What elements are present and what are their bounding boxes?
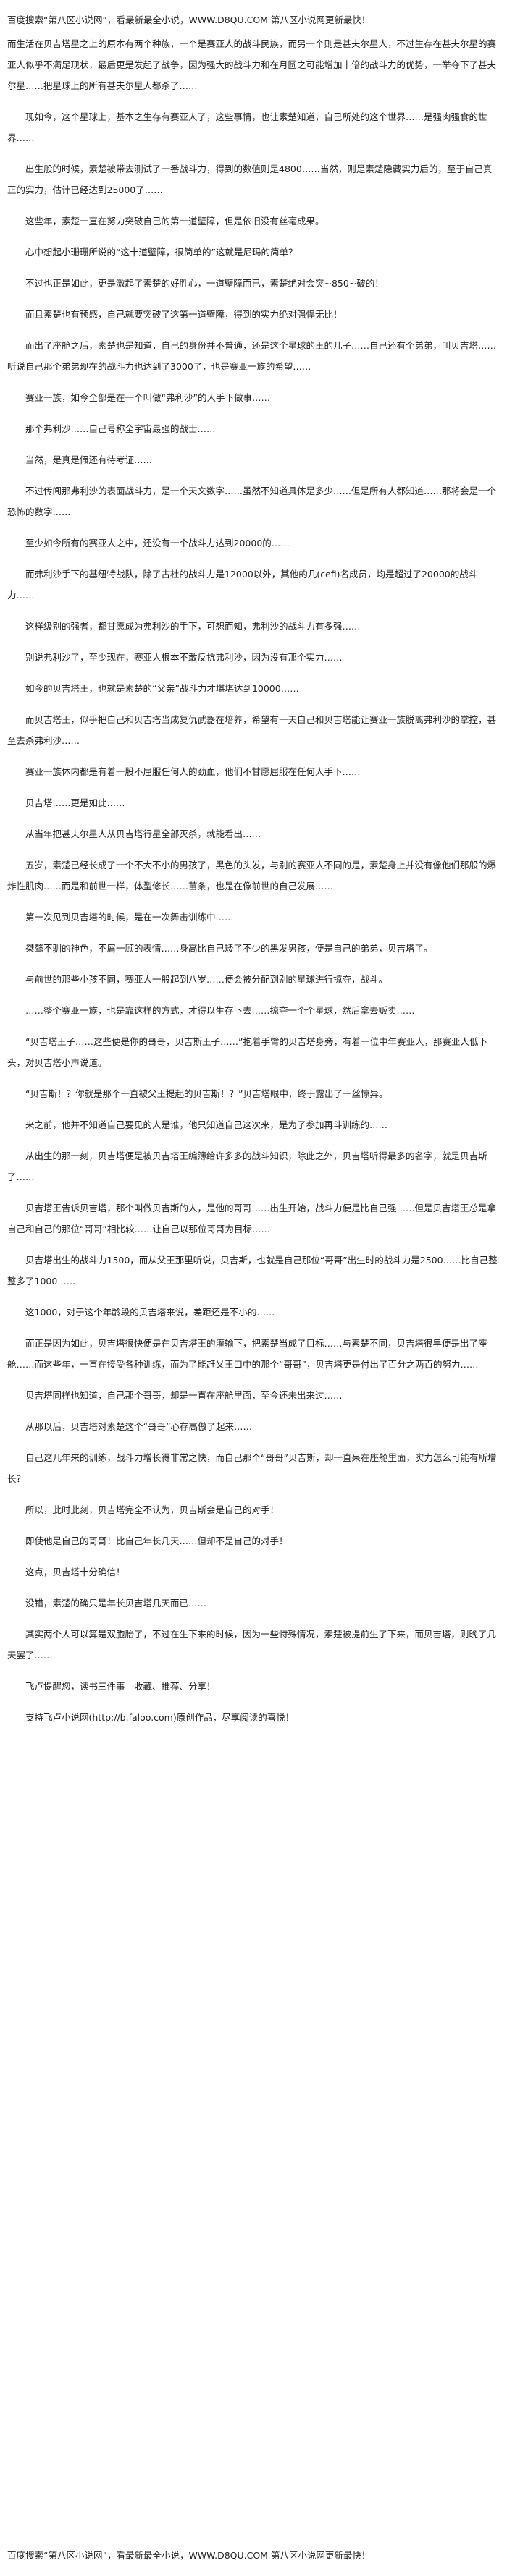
- paragraph: 没错，素楚的确只是年长贝吉塔几天而已……: [25, 1598, 207, 1609]
- header-banner: 百度搜索“第八区小说网”，看最新最全小说，WWW.D8QU.COM 第八区小说网…: [7, 14, 371, 25]
- paragraph: 而弗利沙手下的基纽特战队，除了古杜的战斗力是12000以外，其他的几(cefi)…: [7, 569, 478, 601]
- paragraph: “贝吉塔王子……这些便是你的哥哥，贝吉斯王子……”抱着手臂的贝吉塔身旁，有着一位…: [7, 1036, 487, 1068]
- paragraph: 如今的贝吉塔王，也就是素楚的“父亲”战斗力才堪堪达到10000……: [25, 683, 299, 694]
- paragraph: 而且素楚也有预感，自己就要突破了这第一道壁障，得到的实力绝对强悍无比！: [25, 309, 343, 320]
- paragraph: 不过也正是如此，更是激起了素楚的好胜心，一道壁障而已，素楚绝对会突~850~破的…: [25, 278, 384, 289]
- paragraph: 贝吉塔出生的战斗力1500，而从父王那里听说，贝吉斯，也就是自己那位“哥哥”出生…: [7, 1255, 498, 1287]
- paragraph: 而生活在贝吉塔星之上的原本有两个种族，一个是赛亚人的战斗民族，而另一个则是甚夫尔…: [7, 38, 497, 91]
- footer-banner: 百度搜索“第八区小说网”，看最新最全小说，WWW.D8QU.COM 第八区小说网…: [7, 2550, 371, 2561]
- paragraph: 而出了座舱之后，素楚也是知道，自己的身份并不普通，还是这个星球的王的儿子……自己…: [7, 340, 497, 372]
- paragraph: 来之前，他并不知道自己要见的人是谁，他只知道自己这次来，是为了参加再斗训练的……: [25, 1119, 388, 1130]
- paragraph: 第一次见到贝吉塔的时候，是在一次舞击训练中……: [25, 912, 234, 923]
- paragraph: 不过传闻那弗利沙的表面战斗力，是一个天文数字……虽然不知道具体是多少……但是所有…: [7, 486, 497, 517]
- chapter-body: 而生活在贝吉塔星之上的原本有两个种族，一个是赛亚人的战斗民族，而另一个则是甚夫尔…: [7, 33, 500, 1728]
- paragraph: 出生般的时候，素楚被带去测试了一番战斗力，得到的数值则是4800……当然，则是素…: [7, 164, 493, 195]
- paragraph: 那个弗利沙……自己号称全宇宙最强的战士……: [25, 423, 216, 434]
- paragraph: 贝吉塔……更是如此……: [25, 797, 125, 808]
- paragraph: 这1000，对于这个年龄段的贝吉塔来说，差距还是不小的……: [25, 1307, 275, 1318]
- paragraph: 而正是因为如此，贝吉塔很快便是在贝吉塔王的灌输下，把素楚当成了目标……与素楚不同…: [7, 1338, 487, 1370]
- paragraph: 从那以后，贝吉塔对素楚这个“哥哥”心存高傲了起来……: [25, 1421, 252, 1432]
- paragraph: 这点，贝吉塔十分确信！: [25, 1567, 125, 1577]
- paragraph: 这样级别的强者，都甘愿成为弗利沙的手下，可想而知，弗利沙的战斗力有多强……: [25, 621, 361, 632]
- paragraph: 与前世的那些小孩不同，赛亚人一般起到八岁……便会被分配到别的星球进行掠夺，战斗。: [25, 974, 388, 985]
- paragraph: 自己这几年来的训练，战斗力增长得非常之快，而自己那个“哥哥”贝吉斯，却一直呆在座…: [7, 1452, 497, 1484]
- paragraph: 贝吉塔同样也知道，自己那个哥哥，却是一直在座舱里面，至今还未出来过……: [25, 1390, 343, 1401]
- paragraph: 现如今，这个星球上，基本之生存有赛亚人了，这些事情，也让素楚知道，自己所处的这个…: [7, 111, 487, 143]
- paragraph: 飞卢提醒您，读书三件事 - 收藏、推荐、分享！: [25, 1681, 216, 1692]
- paragraph: 支持飞卢小说网(http://b.faloo.com)原创作品，尽享阅读的喜悦！: [25, 1712, 295, 1723]
- paragraph: 别说弗利沙了，至少现在，赛亚人根本不敢反抗弗利沙，因为没有那个实力……: [25, 652, 343, 663]
- paragraph: 所以，此时此刻，贝吉塔完全不认为，贝吉斯会是自己的对手！: [25, 1504, 280, 1515]
- paragraph: 心中想起小珊珊所说的“这十道壁障，很简单的”这就是尼玛的简单？: [25, 247, 298, 258]
- paragraph: 赛亚一族体内都是有着一股不屈服任何人的劲血，他们不甘愿屈服在任何人手下……: [25, 766, 361, 777]
- paragraph: 从当年把甚夫尔星人从贝吉塔行星全部灭杀，就能看出……: [25, 829, 261, 839]
- paragraph: 即使他是自己的哥哥！比自己年长几天……但却不是自己的对手！: [25, 1535, 288, 1546]
- paragraph: “贝吉斯！？你就是那个一直被父王提起的贝吉斯！？”贝吉塔眼中，终于露出了一丝惊异…: [25, 1088, 388, 1099]
- paragraph: 桀骜不驯的神色，不屑一顾的表情……身高比自己矮了不少的黑发男孩，便是自己的弟弟，…: [25, 943, 433, 954]
- paragraph: 当然，是真是假还有待考证……: [25, 454, 153, 465]
- paragraph: 这些年，素楚一直在努力突破自己的第一道壁障，但是依旧没有丝毫成果。: [25, 216, 324, 226]
- paragraph: 五岁，素楚已经长成了一个不大不小的男孩了，黑色的头发，与别的赛亚人不同的是，素楚…: [7, 860, 497, 891]
- paragraph: 至少如今所有的赛亚人之中，还没有一个战斗力达到20000的……: [25, 538, 290, 548]
- paragraph: 而贝吉塔王，似乎把自己和贝吉塔当成复仇武器在培养，希望有一天自己和贝吉塔能让赛亚…: [7, 714, 497, 746]
- paragraph: 贝吉塔王告诉贝吉塔，那个叫做贝吉斯的人，是他的哥哥……出生开始，战斗力便是比自己…: [7, 1203, 497, 1234]
- paragraph: 赛亚一族，如今全部是在一个叫做“弗利沙”的人手下做事……: [25, 392, 270, 403]
- paragraph: 其实两个人可以算是双胞胎了，不过在生下来的时候，因为一些特殊情况，素楚被提前生了…: [7, 1629, 497, 1661]
- paragraph: 从出生的那一刻，贝吉塔便是被贝吉塔王编簿给许多多的战斗知识，除此之外，贝吉塔听得…: [7, 1151, 487, 1182]
- paragraph: ……整个赛亚一族，也是靠这样的方式，才得以生存下去……掠夺一个个星球，然后拿去贩…: [25, 1005, 415, 1016]
